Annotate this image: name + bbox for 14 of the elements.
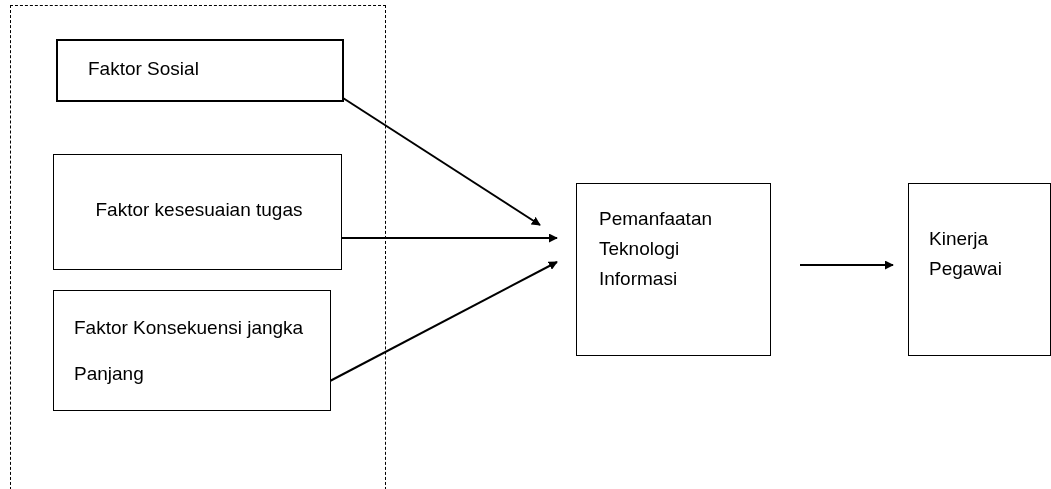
process-box [53, 290, 331, 411]
node-label: Faktor Sosial [88, 57, 200, 81]
node-label: Faktor kesesuaian tugas [94, 198, 304, 222]
arrow [329, 261, 558, 382]
node-label: Faktor Konsekuensi jangka Panjang [74, 316, 305, 386]
arrow [340, 233, 558, 243]
process-box [56, 39, 344, 102]
arrow [799, 260, 894, 270]
dashed-group-box [10, 5, 386, 489]
process-box [53, 154, 342, 270]
node-label: Pemanfaatan Teknologi Informasi [599, 207, 714, 291]
process-box [576, 183, 771, 356]
process-box [908, 183, 1051, 356]
node-label: Kinerja Pegawai [929, 227, 1003, 281]
